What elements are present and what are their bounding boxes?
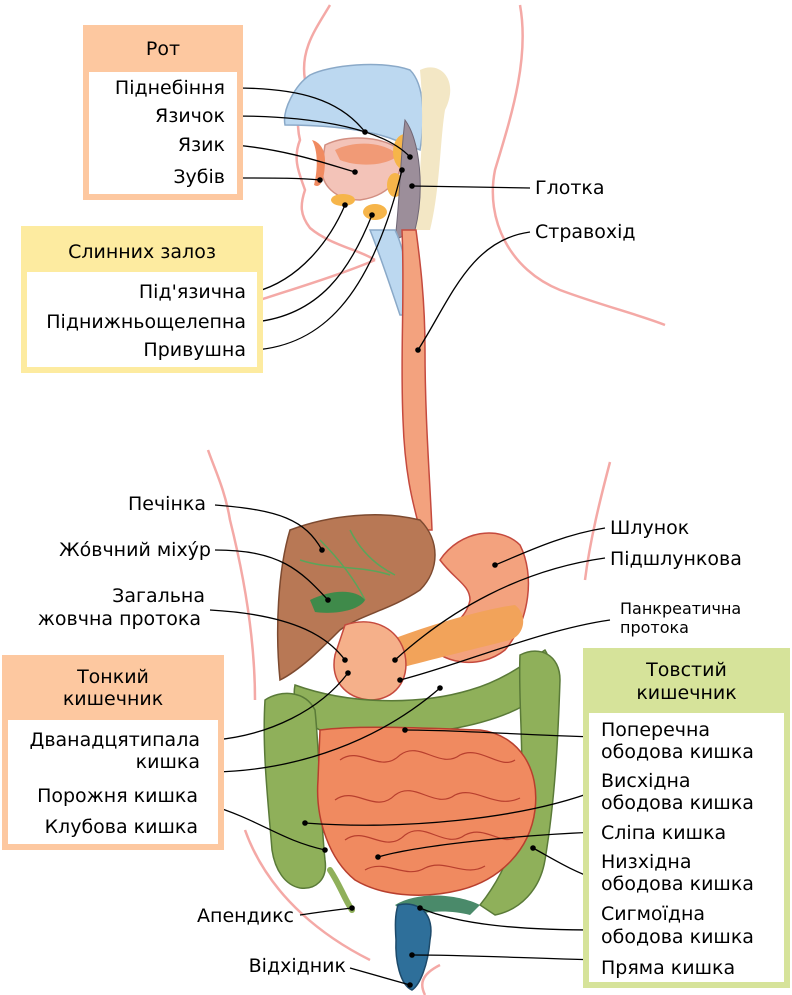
- torso-silhouette: [206, 449, 612, 995]
- label-duodenum-1: Дванадцятипала: [29, 729, 200, 751]
- label-duodenum-2: кишка: [135, 751, 200, 773]
- rectum-shape: [394, 903, 432, 991]
- small-intestine-title-2: кишечник: [62, 688, 164, 710]
- label-descending-1: Низхідна: [601, 851, 692, 873]
- nasal-palate-area: [283, 63, 424, 152]
- leader-dots: [302, 129, 536, 988]
- large-intestine-title-1: Товстий: [646, 659, 727, 681]
- label-teeth: Зубів: [173, 166, 225, 188]
- leader-lines: [209, 87, 611, 986]
- appendix-shape: [327, 867, 355, 913]
- salivary-box-body: [27, 272, 257, 367]
- label-appendix: Апендикс: [197, 905, 294, 927]
- mouth-box: Рот: [83, 25, 243, 200]
- label-pancreas: Підшлункова: [610, 548, 742, 570]
- bone-area: [415, 67, 451, 230]
- label-gallbladder: Жо́вчний міху́р: [59, 539, 211, 561]
- salivary-box: Слинних залоз: [21, 226, 263, 373]
- label-ascending-1: Висхідна: [601, 770, 691, 792]
- label-anus: Відхідник: [248, 955, 346, 977]
- label-parotid: Привушна: [143, 339, 246, 361]
- label-uvula: Язичок: [155, 105, 225, 127]
- label-common-bile-duct-1: Загальна: [112, 585, 205, 607]
- label-sigmoid-2: ободова кишка: [601, 926, 754, 948]
- small-intestine-folds: [334, 750, 521, 873]
- large-intestine-box: Товстий кишечник: [583, 648, 790, 988]
- label-pancreatic-duct-2: протока: [620, 618, 689, 637]
- duodenum-shape: [333, 621, 407, 701]
- label-ascending-2: ободова кишка: [601, 792, 754, 814]
- small-intestine-shape: [316, 726, 537, 896]
- label-pancreatic-duct-1: Панкреатична: [620, 599, 742, 618]
- label-liver: Печінка: [127, 493, 206, 515]
- small-intestine-title-1: Тонкий: [77, 666, 149, 688]
- liver-vessels: [299, 529, 396, 601]
- tongue-top: [335, 143, 398, 165]
- pancreas-shape: [390, 605, 524, 668]
- label-transverse-2: ободова кишка: [601, 741, 754, 763]
- label-esophagus: Стравохід: [535, 221, 636, 243]
- label-sigmoid-1: Сигмоїдна: [601, 903, 706, 925]
- label-stomach: Шлунок: [610, 517, 690, 539]
- label-pharynx: Глотка: [535, 177, 605, 199]
- label-transverse-1: Поперечна: [601, 719, 711, 741]
- esophagus-shape: [401, 229, 433, 531]
- head-silhouette: [259, 4, 666, 327]
- submandibular-gland: [363, 204, 387, 220]
- sublingual-gland: [331, 194, 355, 206]
- transverse-colon-shape: [293, 648, 550, 737]
- label-rectum: Пряма кишка: [601, 957, 736, 979]
- label-palate: Піднебіння: [114, 77, 225, 99]
- label-ileum: Клубова кишка: [44, 816, 198, 838]
- label-jejunum: Порожня кишка: [37, 785, 198, 807]
- large-intestine-box-body: [589, 713, 784, 982]
- mouth-box-body: [89, 72, 237, 194]
- label-submandibular: Піднижньощелепна: [46, 311, 246, 333]
- ascending-colon-shape: [263, 692, 327, 889]
- label-cecum: Сліпа кишка: [601, 822, 727, 844]
- gallbladder-shape: [310, 591, 365, 613]
- label-sublingual: Під'язична: [138, 281, 246, 303]
- label-descending-2: ободова кишка: [601, 873, 754, 895]
- salivary-box-title: Слинних залоз: [68, 241, 216, 263]
- small-intestine-box: Тонкий кишечник: [2, 655, 224, 850]
- label-tongue: Язик: [177, 134, 225, 156]
- label-common-bile-duct-2: жовчна протока: [37, 608, 201, 630]
- lips: [312, 140, 325, 186]
- large-intestine-title-2: кишечник: [636, 682, 737, 704]
- small-intestine-box-body: [8, 720, 218, 844]
- mouth-box-title: Рот: [145, 38, 181, 60]
